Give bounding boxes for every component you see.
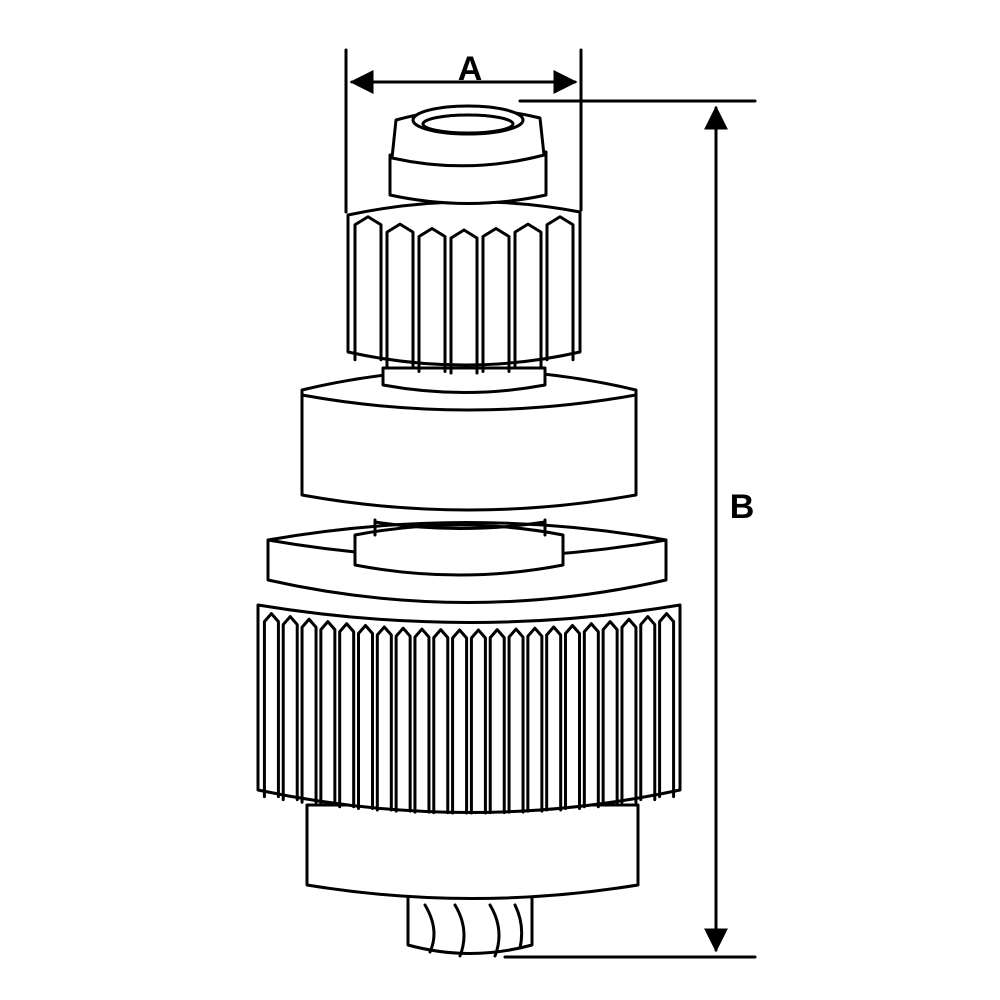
gear-tooth xyxy=(281,615,299,802)
gear-tooth xyxy=(319,620,337,807)
neck-cylinder xyxy=(353,518,565,577)
gear-tooth xyxy=(545,215,575,362)
pinion-gear xyxy=(346,200,582,375)
gear-tooth xyxy=(413,627,431,814)
gear-tooth xyxy=(353,215,383,362)
gear-tooth xyxy=(357,624,374,810)
gear-tooth xyxy=(375,625,393,812)
gear-tooth xyxy=(385,222,415,369)
bottom-shaft xyxy=(406,893,534,958)
gear-tooth xyxy=(449,228,479,375)
gear-tooth xyxy=(338,622,356,809)
gear-tooth xyxy=(469,628,487,815)
gear-tooth xyxy=(526,626,544,813)
dimension-label-a: A xyxy=(458,50,483,88)
gear-tooth xyxy=(639,615,657,802)
gear-tooth xyxy=(507,627,525,814)
top-cap xyxy=(388,104,548,205)
gear-tooth xyxy=(620,617,638,804)
gear-tooth xyxy=(564,624,581,810)
gear-tooth xyxy=(451,628,469,815)
gear-tooth xyxy=(417,227,447,374)
bottom-cylinder xyxy=(305,803,640,900)
gear-tooth xyxy=(394,626,412,813)
gear-tooth xyxy=(432,628,450,815)
gear-tooth xyxy=(481,227,511,374)
gear-tooth xyxy=(300,617,318,804)
large-ring-gear xyxy=(256,603,682,815)
gear-tooth xyxy=(582,622,600,809)
gear-tooth xyxy=(513,222,543,369)
gear-tooth xyxy=(658,612,676,799)
gear-tooth xyxy=(488,628,506,815)
dimension-label-b: B xyxy=(730,488,755,526)
dimension-a: A xyxy=(344,48,583,214)
dimension-b: B xyxy=(503,99,757,959)
gear-tooth xyxy=(601,620,619,807)
gear-tooth xyxy=(545,625,563,812)
collar xyxy=(381,366,547,394)
gear-tooth xyxy=(262,612,280,799)
